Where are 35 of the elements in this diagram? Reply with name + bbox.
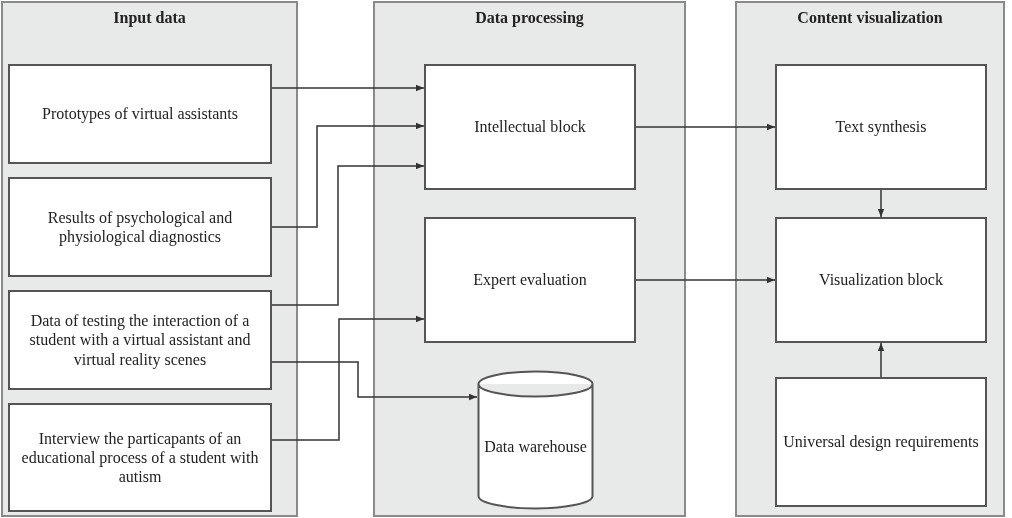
process-box bbox=[775, 64, 987, 190]
node-label: Universal design requirements bbox=[783, 432, 979, 452]
process-box bbox=[8, 290, 272, 390]
panel-background bbox=[373, 1, 686, 517]
process-box bbox=[775, 377, 987, 507]
node-label: Interview the particapants of an educational process of a student with autism bbox=[20, 428, 260, 487]
database-cylinder bbox=[477, 370, 594, 510]
arrow bbox=[877, 189, 885, 218]
node-label: Intellectual block bbox=[474, 117, 586, 137]
node-label: Expert evaluation bbox=[473, 270, 587, 290]
node-label: Text synthesis bbox=[835, 117, 927, 137]
node-label: Visualization block bbox=[819, 270, 943, 290]
arrow bbox=[271, 122, 425, 228]
arrow bbox=[877, 342, 885, 378]
panel-background bbox=[735, 1, 1005, 517]
panel-title: Content visualization bbox=[796, 9, 944, 27]
node-label: Data warehouse bbox=[484, 437, 587, 457]
node-label: Data of testing the interaction of a student with a virtual assistant and virtual reality scenes bbox=[28, 311, 252, 369]
arrow bbox=[271, 162, 425, 306]
panel-background bbox=[1, 1, 298, 517]
panel-title: Data processing bbox=[474, 9, 585, 27]
process-box bbox=[8, 177, 272, 277]
panel-title: Input data bbox=[112, 9, 187, 27]
arrow bbox=[271, 315, 425, 441]
process-box bbox=[424, 217, 636, 343]
process-box bbox=[8, 403, 272, 512]
arrow bbox=[635, 123, 776, 131]
arrow bbox=[271, 84, 425, 92]
process-box bbox=[424, 64, 636, 190]
process-box bbox=[775, 217, 987, 343]
arrow bbox=[271, 361, 478, 401]
arrow bbox=[635, 276, 776, 284]
node-label: Results of psychological and physiological diagnostics bbox=[46, 207, 234, 247]
node-label: Prototypes of virtual assistants bbox=[42, 104, 238, 124]
process-box bbox=[8, 64, 272, 164]
